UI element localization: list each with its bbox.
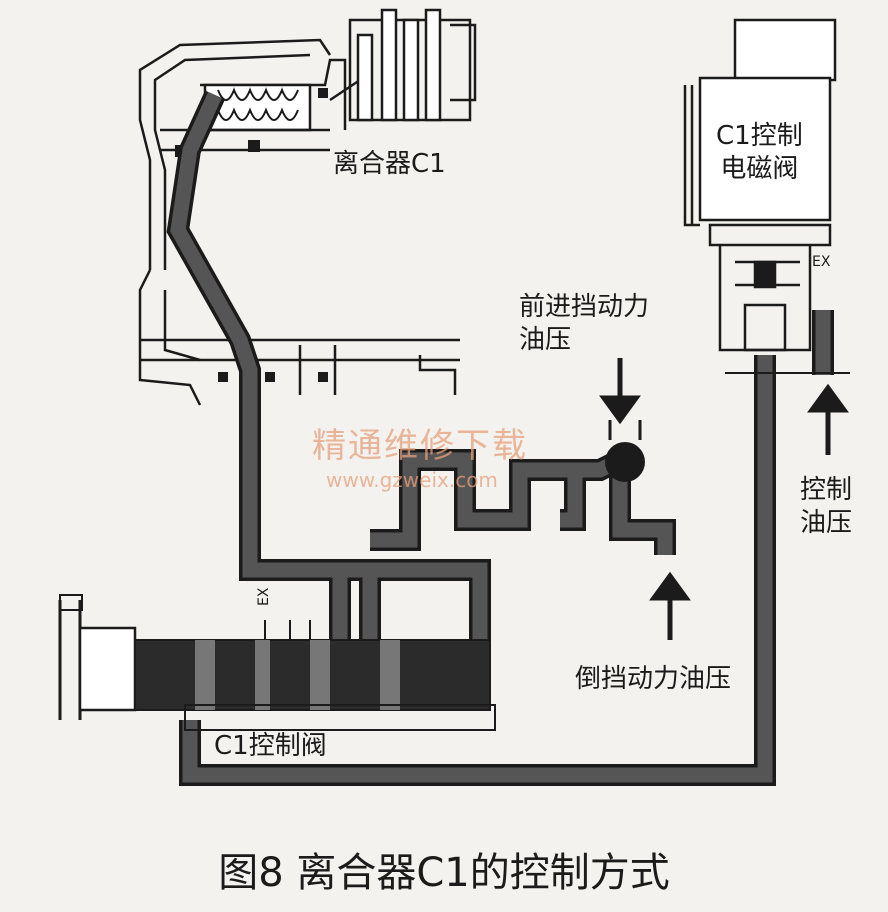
ex-valve-label: EX [256,587,272,606]
check-ball [605,420,645,482]
pressure-arrows [599,358,849,640]
c1-control-valve [58,594,496,731]
forward-pressure-label: 前进挡动力 油压 [519,292,650,355]
figure-caption: 图8 离合器C1的控制方式 [218,850,670,896]
control-valve-label: C1控制阀 [214,731,327,761]
clutch-c1-assembly [138,38,460,406]
clutch-plates [348,8,477,122]
solenoid-label: C1控制 电磁阀 [716,121,803,184]
watermark-title: 精通维修下载 [312,426,528,466]
clutch-c1-label: 离合器C1 [333,149,446,179]
reverse-pressure-label: 倒挡动力油压 [575,664,732,694]
c1-solenoid [683,18,837,352]
control-pressure-label: 控制 油压 [800,475,853,538]
return-spring [217,87,299,121]
watermark-url: www.gzweix.com [326,468,498,492]
ex-port-label: EX [812,254,831,270]
